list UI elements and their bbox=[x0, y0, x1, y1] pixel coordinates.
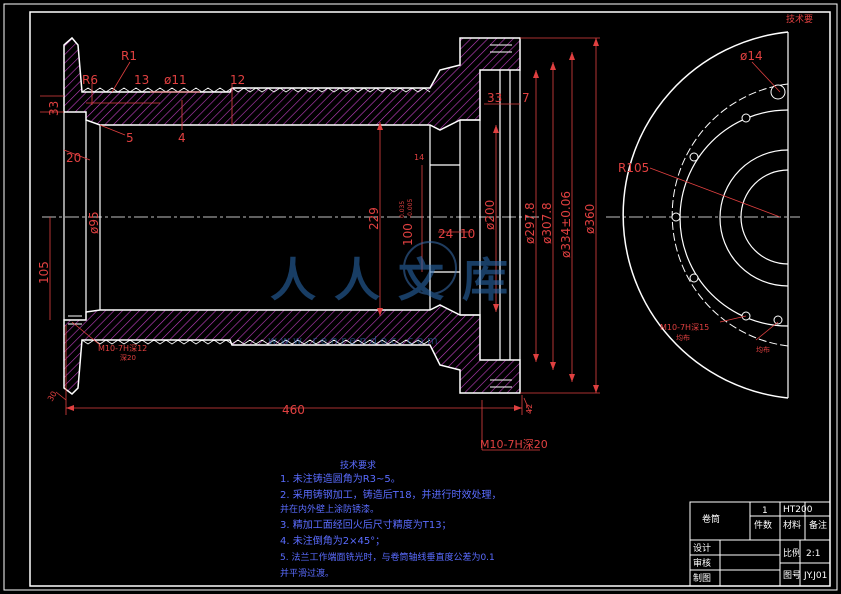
tech-req-item-2: 2. 采用铸钢加工，铸造后T18，并进行时效处理， bbox=[280, 488, 502, 501]
tb-material: HT200 bbox=[783, 505, 813, 515]
dim-d95: ø95 bbox=[87, 211, 101, 234]
dim-30-left: 30 bbox=[46, 390, 59, 403]
dim-5: 5 bbox=[126, 131, 134, 145]
watermark-url: w w w . r e n r e n d o c . c o m bbox=[268, 334, 438, 347]
end-view-outer-arc bbox=[622, 31, 789, 399]
tb-drawing-no-label: 图号 bbox=[783, 570, 801, 581]
tb-scale-label: 比例 bbox=[783, 547, 801, 559]
tb-remark-label: 备注 bbox=[809, 519, 827, 531]
note-m10-left-sub: 深20 bbox=[120, 353, 136, 362]
dim-100: 100 bbox=[401, 223, 415, 246]
note-right-uniform: 均布 bbox=[756, 345, 770, 354]
tech-req-item-4: 3. 精加工面经回火后尺寸精度为T13； bbox=[280, 518, 452, 531]
tech-req-item-5: 4. 未注倒角为2×45°； bbox=[280, 534, 385, 547]
tb-draw: 制图 bbox=[693, 572, 711, 584]
tb-name: 卷筒 bbox=[702, 513, 720, 525]
tech-req-title: 技术要求 bbox=[340, 459, 376, 471]
tb-qty-label: 件数 bbox=[754, 519, 772, 531]
dim-229: 229 bbox=[367, 207, 381, 230]
tb-check: 审核 bbox=[693, 557, 711, 569]
tech-requirements: 技术要求 1. 未注铸造圆角为R3~5。 2. 采用铸钢加工，铸造后T18，并进… bbox=[280, 459, 502, 579]
inner-frame bbox=[29, 11, 831, 587]
watermark: 人人文库 w w w . r e n r e n d o c . c o m bbox=[268, 241, 526, 347]
note-m10-right-sub: 均布 bbox=[676, 333, 690, 342]
dim-12: 12 bbox=[230, 73, 245, 87]
dim-d200: ø200 bbox=[483, 200, 497, 230]
end-view: ø14 R105 M10-7H深15 均布 均布 bbox=[606, 31, 800, 399]
watermark-text: 人人文库 bbox=[270, 253, 526, 307]
title-block bbox=[689, 501, 831, 587]
flange-bolt-holes bbox=[68, 44, 512, 388]
end-view-bolt-holes bbox=[671, 84, 786, 325]
note-m10-bottom: M10-7H深20 bbox=[480, 438, 548, 451]
dim-d360: ø360 bbox=[583, 204, 597, 234]
dimension-lines bbox=[40, 37, 600, 451]
bore-outline bbox=[63, 112, 101, 320]
tb-scale: 2:1 bbox=[806, 549, 820, 559]
dim-d334: ø334±0.06 bbox=[559, 191, 573, 258]
end-view-hub-arc bbox=[679, 109, 789, 327]
dim-r105: R105 bbox=[618, 161, 649, 175]
note-m10-right: M10-7H深15 bbox=[660, 323, 709, 332]
tech-req-item-7: 并平滑过渡。 bbox=[280, 567, 334, 579]
dim-33-left: 33 bbox=[47, 101, 61, 116]
dim-42: 42 bbox=[525, 404, 534, 414]
dimension-arrows bbox=[66, 38, 599, 411]
section-view: R1 R6 13 ø11 12 33 5 4 20 ø95 105 229 10… bbox=[37, 36, 600, 451]
tb-drawing-no: JY.J01 bbox=[803, 571, 827, 581]
dim-phi14: ø14 bbox=[740, 49, 763, 63]
dim-10: 10 bbox=[460, 227, 475, 241]
dim-33-right: 33 bbox=[487, 91, 502, 105]
tech-req-item-3: 并在内外壁上涂防锈漆。 bbox=[280, 503, 379, 515]
hub-bore bbox=[429, 70, 521, 360]
dim-r6: R6 bbox=[82, 73, 98, 87]
dim-7: 7 bbox=[522, 91, 530, 105]
dim-20: 20 bbox=[66, 151, 81, 165]
dim-105: 105 bbox=[37, 261, 51, 284]
outer-border bbox=[3, 3, 838, 591]
dim-14-small: 14 bbox=[414, 153, 424, 162]
dim-24: 24 bbox=[438, 227, 453, 241]
hub-steps bbox=[430, 119, 480, 316]
rope-groove-bottom bbox=[81, 339, 431, 345]
tb-material-label: 材料 bbox=[783, 519, 801, 531]
note-m10-left: M10-7H深12 bbox=[98, 344, 147, 353]
tech-req-item-1: 1. 未注铸造圆角为R3~5。 bbox=[280, 472, 401, 485]
dim-d297-8: ø297.8 bbox=[523, 202, 537, 244]
dim-460: 460 bbox=[282, 403, 305, 417]
rope-groove-top bbox=[81, 87, 431, 93]
dim-13: 13 bbox=[134, 73, 149, 87]
dim-100-tol-up: 0.035 bbox=[399, 201, 406, 218]
end-view-bolt-circle bbox=[671, 83, 789, 347]
corner-label: 技术要 bbox=[786, 13, 813, 25]
dim-d11: ø11 bbox=[164, 73, 187, 87]
dim-r1: R1 bbox=[121, 49, 137, 63]
tech-req-item-6: 5. 法兰工作端面铣光时，与卷筒轴线垂直度公差为0.1 bbox=[280, 551, 495, 563]
tb-design: 设计 bbox=[693, 542, 711, 554]
dim-d307-8: ø307.8 bbox=[540, 202, 554, 244]
lower-section-hatch bbox=[63, 304, 521, 395]
dim-4: 4 bbox=[178, 131, 186, 145]
tb-qty: 1 bbox=[762, 506, 768, 516]
end-view-inner-arc bbox=[719, 149, 789, 287]
dim-100-tol-dn: -0.005 bbox=[407, 198, 414, 218]
